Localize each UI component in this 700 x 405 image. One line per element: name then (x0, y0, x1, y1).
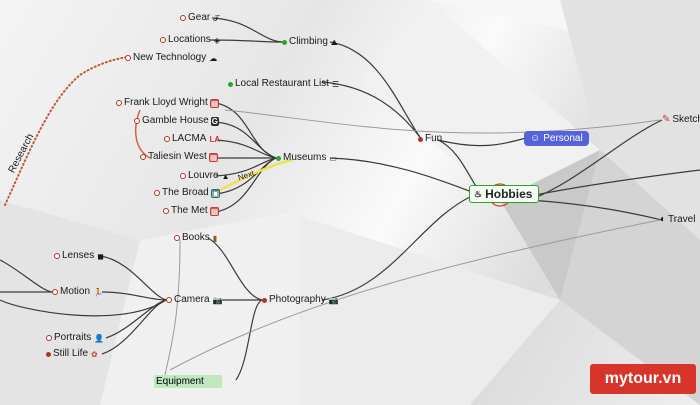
node-gear[interactable]: Gear 𝒯 (180, 12, 220, 24)
map-pin-icon: ◈ (213, 35, 220, 45)
person-icon: ☺ (530, 133, 541, 144)
node-motion-label: Motion (60, 286, 91, 297)
node-the-met[interactable]: The Met ▦ (163, 205, 220, 217)
node-the-met-label: The Met (171, 205, 208, 216)
node-new-technology[interactable]: New Technology ☁ (125, 52, 218, 64)
node-museums[interactable]: Museums ▭ (276, 152, 338, 164)
central-topic-label: Hobbies (485, 187, 533, 201)
flower-icon: ✿ (91, 349, 98, 359)
building-icon: ▦ (208, 152, 219, 162)
g-logo-icon: G (210, 116, 219, 126)
node-books[interactable]: Books ▮ (174, 232, 218, 244)
lens-icon: ◼ (97, 251, 104, 261)
node-still-life-label: Still Life (53, 348, 89, 359)
node-equipment[interactable]: Equipment (154, 375, 222, 388)
node-lenses-label: Lenses (62, 250, 95, 261)
node-louvre[interactable]: Louvre ▲ (180, 170, 231, 182)
node-equipment-label: Equipment (156, 376, 204, 387)
node-frank-lloyd-wright[interactable]: Frank Lloyd Wright ▦ (116, 97, 220, 109)
node-personal-label: Personal (543, 133, 583, 144)
node-lacma[interactable]: LACMA LA (164, 133, 221, 145)
node-camera[interactable]: Camera 📷 (166, 294, 224, 306)
node-locations-label: Locations (168, 34, 211, 45)
portrait-icon: 👤 (94, 333, 105, 343)
climbing-icon: ⛰ (330, 37, 338, 47)
node-motion[interactable]: Motion 🏃 (52, 286, 104, 298)
node-climbing[interactable]: Climbing ⛰ (282, 36, 339, 48)
node-travel[interactable]: ◐ Travel (660, 214, 695, 225)
node-taliesin-label: Taliesin West (148, 151, 207, 162)
node-gamble-house[interactable]: Gamble House G (134, 115, 219, 127)
node-gear-label: Gear (188, 12, 211, 23)
la-logo-icon: LA (209, 134, 221, 144)
central-topic-hobbies[interactable]: ♨ Hobbies (469, 185, 540, 203)
node-photography-label: Photography (269, 294, 326, 305)
node-museums-label: Museums (283, 152, 327, 163)
list-icon: ☰ (331, 79, 340, 89)
node-louvre-label: Louvre (188, 170, 219, 181)
node-the-broad-label: The Broad (162, 187, 209, 198)
node-lacma-label: LACMA (172, 133, 207, 144)
node-the-broad[interactable]: The Broad ▣ (154, 187, 221, 199)
node-fun-label: Fun (425, 133, 443, 144)
node-gamble-house-label: Gamble House (142, 115, 209, 126)
running-icon: 🏃 (93, 287, 103, 297)
node-sketch-label: Sketch (672, 114, 700, 125)
node-still-life[interactable]: Still Life ✿ (46, 348, 99, 360)
node-locations[interactable]: Locations ◈ (160, 34, 221, 46)
image-icon: ▣ (210, 188, 221, 198)
gear-tool-icon: 𝒯 (213, 13, 220, 23)
node-new-technology-label: New Technology (133, 52, 207, 63)
node-camera-label: Camera (174, 294, 210, 305)
brand-watermark: mytour.vn (590, 364, 696, 394)
building-icon: ▦ (209, 98, 220, 108)
pyramid-icon: ▲ (221, 171, 230, 181)
node-local-restaurant-label: Local Restaurant List (235, 78, 329, 89)
pencil-icon: ✎ (662, 114, 671, 125)
cloud-icon: ☁ (209, 53, 218, 63)
node-fun[interactable]: Fun (418, 133, 442, 145)
node-climbing-label: Climbing (289, 36, 328, 47)
node-travel-label: Travel (668, 214, 696, 225)
camera-icon: 📷 (212, 295, 223, 305)
node-sketch[interactable]: ✎ Sketch (662, 114, 700, 125)
image-icon: ▭ (329, 153, 337, 163)
globe-icon: ◐ (660, 214, 667, 225)
camera-icon: 📷 (328, 295, 339, 305)
hobbies-icon: ♨ (474, 188, 483, 199)
node-portraits[interactable]: Portraits 👤 (46, 332, 105, 344)
book-icon: ▮ (212, 233, 218, 243)
node-photography[interactable]: Photography 📷 (262, 294, 340, 306)
node-lenses[interactable]: Lenses ◼ (54, 250, 105, 262)
node-portraits-label: Portraits (54, 332, 92, 343)
node-local-restaurant-list[interactable]: Local Restaurant List ☰ (228, 78, 340, 90)
node-books-label: Books (182, 232, 210, 243)
node-personal[interactable]: ☺ Personal (524, 131, 589, 146)
node-taliesin-west[interactable]: Taliesin West ▦ (140, 151, 219, 163)
building-icon: ▦ (209, 206, 220, 216)
node-flw-label: Frank Lloyd Wright (124, 97, 208, 108)
